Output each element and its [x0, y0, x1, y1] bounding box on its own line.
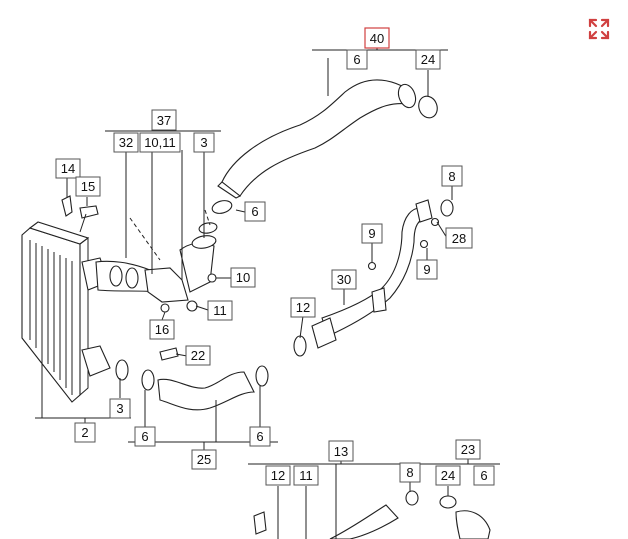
callout-8-upper[interactable]: 8 — [441, 165, 463, 187]
upper-charge-hose — [211, 79, 438, 214]
callout-9-right-text: 9 — [423, 262, 430, 277]
callout-24-bottom-text: 24 — [441, 468, 455, 483]
callout-2[interactable]: 2 — [74, 422, 96, 443]
callout-25-text: 25 — [197, 452, 211, 467]
callout-40-text: 40 — [370, 31, 384, 46]
callout-11-bottom-text: 11 — [299, 468, 313, 483]
callout-10-11[interactable]: 10,11 — [139, 132, 181, 153]
right-pipe-30 — [293, 199, 454, 357]
callout-6-bottom-text: 6 — [480, 468, 487, 483]
callouts: 40 6 24 37 32 10,11 3 14 — [55, 27, 495, 486]
sensor-14-15 — [61, 195, 99, 233]
callout-6-upper[interactable]: 6 — [346, 49, 368, 70]
callout-23[interactable]: 23 — [455, 439, 481, 460]
callout-22[interactable]: 22 — [185, 345, 211, 366]
callout-14-text: 14 — [61, 161, 75, 176]
callout-15-text: 15 — [81, 179, 95, 194]
callout-24-bottom[interactable]: 24 — [435, 465, 461, 486]
leader-lines — [35, 47, 500, 539]
callout-16[interactable]: 16 — [149, 319, 175, 340]
callout-6-upper-text: 6 — [353, 52, 360, 67]
callout-32-text: 32 — [119, 135, 133, 150]
callout-12-bottom[interactable]: 12 — [265, 465, 291, 486]
callout-37-text: 37 — [157, 113, 171, 128]
callout-24-upper-text: 24 — [421, 52, 435, 67]
callout-9-upper[interactable]: 9 — [361, 223, 383, 244]
callout-10-text: 10 — [236, 270, 250, 285]
callout-30-text: 30 — [337, 272, 351, 287]
callout-10-11-text: 10,11 — [144, 135, 176, 150]
callout-6-lower-right[interactable]: 6 — [249, 426, 271, 447]
callout-11-bottom[interactable]: 11 — [293, 465, 319, 486]
callout-16-text: 16 — [155, 322, 169, 337]
expand-arrows-glyph — [588, 18, 610, 40]
callout-12-mid-text: 12 — [296, 300, 310, 315]
callout-10[interactable]: 10 — [230, 267, 256, 288]
callout-6-lower-right-text: 6 — [256, 429, 263, 444]
callout-8-upper-text: 8 — [448, 169, 455, 184]
callout-9-upper-text: 9 — [368, 226, 375, 241]
callout-15[interactable]: 15 — [75, 176, 101, 197]
callout-6-lower-left[interactable]: 6 — [134, 426, 156, 447]
callout-6-mid[interactable]: 6 — [244, 201, 266, 222]
callout-3-lower-text: 3 — [116, 401, 123, 416]
callout-32[interactable]: 32 — [113, 132, 139, 153]
callout-12-bottom-text: 12 — [271, 468, 285, 483]
callout-11-mid[interactable]: 11 — [207, 300, 233, 321]
callout-30[interactable]: 30 — [331, 269, 357, 290]
callout-3-upper-text: 3 — [200, 135, 207, 150]
callout-24-upper[interactable]: 24 — [415, 49, 441, 70]
callout-9-right[interactable]: 9 — [416, 259, 438, 280]
callout-8-bottom[interactable]: 8 — [399, 462, 421, 483]
pipe-assembly-37 — [95, 209, 218, 361]
bottom-partial-parts — [253, 490, 491, 539]
expand-arrows-icon[interactable] — [586, 16, 612, 42]
callout-28[interactable]: 28 — [445, 227, 473, 249]
callout-2-text: 2 — [81, 425, 88, 440]
callout-8-bottom-text: 8 — [406, 465, 413, 480]
callout-12-mid[interactable]: 12 — [290, 297, 316, 318]
callout-14[interactable]: 14 — [55, 158, 81, 179]
callout-28-text: 28 — [452, 231, 466, 246]
callout-22-text: 22 — [191, 348, 205, 363]
intercooler-drawing — [21, 221, 111, 403]
lower-charge-hose — [115, 359, 269, 411]
callout-11-mid-text: 11 — [213, 303, 227, 318]
callout-23-text: 23 — [461, 442, 475, 457]
callout-6-mid-text: 6 — [251, 204, 258, 219]
callout-13[interactable]: 13 — [328, 440, 354, 462]
callout-37[interactable]: 37 — [151, 109, 177, 131]
callout-40[interactable]: 40 — [364, 27, 390, 49]
callout-3-upper[interactable]: 3 — [193, 132, 215, 153]
callout-25[interactable]: 25 — [191, 449, 217, 470]
callout-13-text: 13 — [334, 444, 348, 459]
callout-3-lower[interactable]: 3 — [109, 398, 131, 419]
callout-6-lower-left-text: 6 — [141, 429, 148, 444]
callout-6-bottom[interactable]: 6 — [473, 465, 495, 486]
